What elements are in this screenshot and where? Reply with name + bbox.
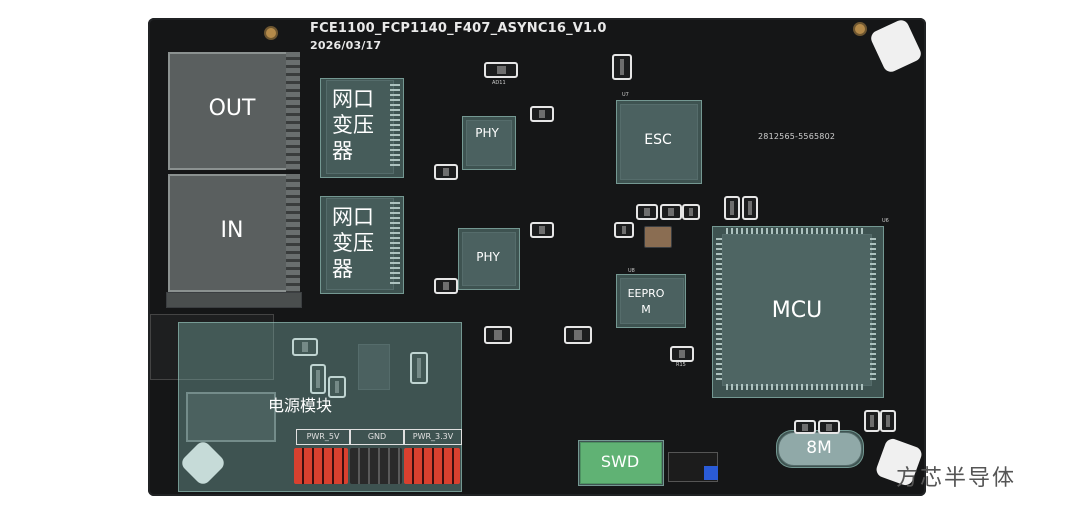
smd-component	[292, 338, 318, 356]
out-label: OUT	[208, 96, 256, 121]
transformer-top-pins	[390, 84, 400, 168]
power-module-label: 电源模块	[268, 396, 333, 415]
smd-component	[612, 54, 632, 80]
smd-component	[614, 222, 634, 238]
smd-component	[864, 410, 880, 432]
mcu-label: MCU	[771, 298, 823, 323]
rj45-base	[166, 292, 302, 308]
mcu-pins-top	[726, 228, 866, 234]
pin-header-3v3	[404, 448, 460, 484]
phy-bottom-label: PHY	[476, 250, 500, 264]
smd-component	[530, 222, 554, 238]
mcu-pins-right	[870, 238, 876, 380]
transformer-bottom-chip	[326, 198, 394, 290]
mcu-pins-left	[716, 238, 722, 380]
smd-component	[310, 364, 326, 394]
smd-component	[564, 326, 592, 344]
mcu-pins-bottom	[726, 384, 866, 390]
smd-component	[742, 196, 758, 220]
silk-ref: U8	[628, 268, 635, 274]
smd-component	[670, 346, 694, 362]
power-switch	[186, 392, 276, 442]
eeprom-overlay	[616, 274, 686, 328]
smd-component	[434, 278, 458, 294]
mcu-overlay	[712, 226, 884, 398]
transformer-bottom-pins	[390, 202, 400, 284]
phy-bottom-overlay	[458, 228, 520, 290]
smd-component	[410, 352, 428, 384]
smd-component	[434, 164, 458, 180]
smd-component	[880, 410, 896, 432]
silk-ref: AD11	[492, 80, 506, 86]
smd-component	[484, 326, 512, 344]
smd-component	[794, 420, 816, 434]
pin-header-5v	[294, 448, 348, 484]
header-pwr3v3-label: PWR_3.3V	[404, 429, 462, 445]
mounting-hole	[853, 22, 867, 36]
swd-label: SWD	[600, 452, 640, 471]
silk-ref: U7	[622, 92, 629, 98]
power-jack	[150, 314, 274, 380]
regulator-chip	[358, 344, 390, 390]
phy-top-overlay	[462, 116, 516, 170]
transformer-top-label: 网口变压器	[332, 87, 374, 163]
rj45-in-pins	[286, 174, 300, 292]
pin-header-gnd	[350, 448, 402, 484]
smd-component	[530, 106, 554, 122]
header-gnd-label: GND	[350, 429, 404, 445]
silk-ref: U6	[882, 218, 889, 224]
crystal-small	[644, 226, 672, 248]
crystal-8m-label: 8M	[806, 438, 832, 458]
phy-top-chip	[466, 120, 512, 166]
rj45-out-connector: OUT	[168, 52, 296, 170]
smd-component	[660, 204, 682, 220]
esc-chip	[620, 104, 698, 180]
rj45-in-connector: IN	[168, 174, 296, 292]
eeprom-chip	[620, 278, 684, 324]
smd-component	[724, 196, 740, 220]
esc-overlay	[616, 100, 702, 184]
mcu-chip	[722, 234, 872, 386]
board-date: 2026/03/17	[310, 39, 382, 52]
swd-overlay	[578, 440, 664, 486]
header-pwr5v-label: PWR_5V	[296, 429, 350, 445]
esc-label: ESC	[644, 132, 672, 148]
smd-component	[484, 62, 518, 78]
transformer-bottom-overlay	[320, 196, 404, 294]
smd-component	[818, 420, 840, 434]
mounting-hole	[264, 26, 278, 40]
silk-ref: R15	[676, 362, 686, 368]
smd-component	[328, 376, 346, 398]
transformer-top-chip	[326, 80, 394, 174]
smd-component	[636, 204, 658, 220]
phy-top-label: PHY	[475, 126, 499, 140]
transformer-top-overlay	[320, 78, 404, 178]
transformer-bottom-label: 网口变压器	[332, 205, 374, 281]
swd-connector	[580, 442, 662, 484]
boot-switch-lever	[704, 466, 718, 480]
eeprom-label: EEPROM	[627, 287, 665, 316]
in-label: IN	[220, 218, 244, 243]
smd-component	[682, 204, 700, 220]
board-title: FCE1100_FCP1140_F407_ASYNC16_V1.0	[310, 21, 607, 36]
rj45-out-pins	[286, 52, 300, 170]
phy-bottom-chip	[462, 232, 516, 286]
board-serial: 2812565-5565802	[758, 132, 836, 141]
watermark: 方芯半导体	[896, 466, 1017, 491]
